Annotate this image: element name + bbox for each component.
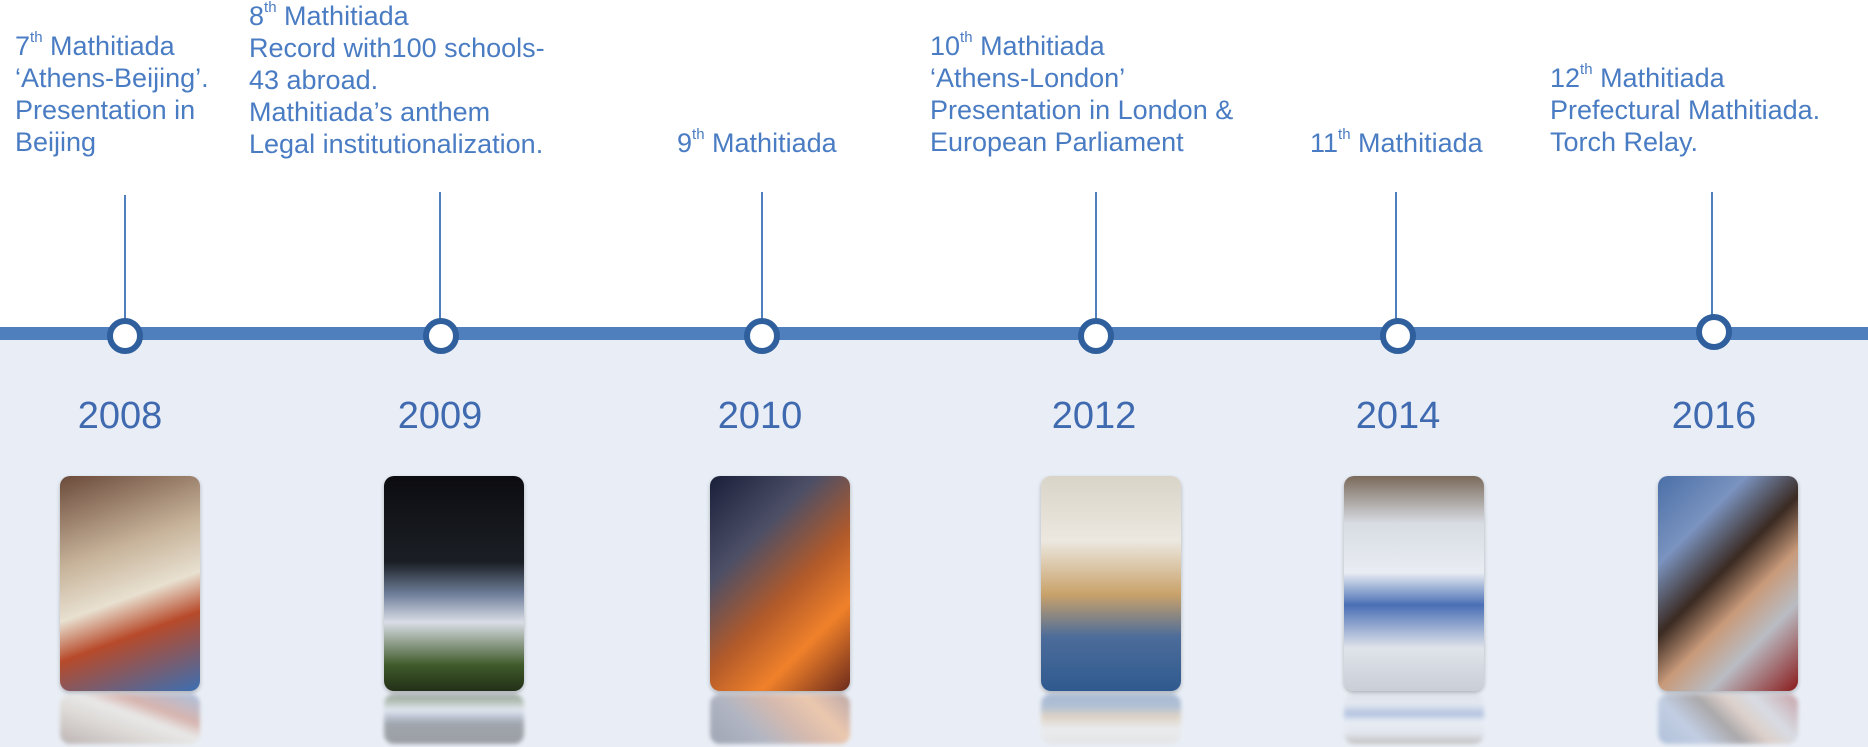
year-label-2010: 2010 [717, 395, 803, 437]
event-photo-2009 [384, 476, 524, 691]
timeline-node-2012 [1078, 318, 1114, 354]
timeline-node-2014 [1380, 318, 1416, 354]
event-description-2010: 9th Mathitiada [677, 127, 837, 159]
event-photo-2014 [1344, 476, 1484, 691]
ordinal-suffix: th [30, 29, 43, 46]
event-connector-2016 [1711, 192, 1713, 330]
event-photo-2012 [1041, 476, 1181, 691]
event-line: Prefectural Mathitiada. [1550, 95, 1821, 125]
event-line: 10th Mathitiada [930, 30, 1233, 62]
event-connector-2009 [439, 192, 441, 330]
edition-name: Mathitiada [1350, 128, 1483, 158]
edition-name: Mathitiada [972, 31, 1105, 61]
timeline-node-2016 [1696, 314, 1732, 350]
event-photo-reflection-2009 [384, 694, 524, 744]
year-label-2012: 2012 [1051, 395, 1137, 437]
timeline-axis [0, 327, 1868, 340]
event-connector-2010 [761, 192, 763, 330]
timeline-node-2008 [107, 318, 143, 354]
year-label-2008: 2008 [77, 395, 163, 437]
event-description-2014: 11th Mathitiada [1310, 127, 1483, 159]
event-line: 11th Mathitiada [1310, 127, 1483, 159]
event-photo-reflection-2014 [1344, 694, 1484, 744]
event-line: 7th Mathitiada [15, 30, 209, 62]
event-photo-2008 [60, 476, 200, 691]
edition-number: 12 [1550, 63, 1581, 93]
event-line: Legal institutionalization. [249, 129, 544, 159]
edition-number: 9 [677, 128, 693, 158]
edition-name: Mathitiada [276, 1, 409, 31]
event-line: 8th Mathitiada [249, 0, 545, 32]
event-description-2008: 7th Mathitiada‘Athens-Beijing’.Presentat… [15, 30, 209, 158]
edition-name: Mathitiada [1592, 63, 1725, 93]
event-description-2012: 10th Mathitiada‘Athens-London’Presentati… [930, 30, 1233, 158]
event-photo-2010 [710, 476, 850, 691]
year-label-2016: 2016 [1671, 395, 1757, 437]
edition-number: 7 [15, 31, 31, 61]
event-line: 9th Mathitiada [677, 127, 837, 159]
event-line: European Parliament [930, 127, 1184, 157]
event-line: Beijing [15, 127, 97, 157]
event-photo-reflection-2008 [60, 694, 200, 744]
event-line: ‘Athens-London’ [930, 63, 1126, 93]
event-line: Mathitiada’s anthem [249, 97, 491, 127]
event-connector-2014 [1395, 192, 1397, 330]
timeline-node-2010 [744, 318, 780, 354]
ordinal-suffix: th [960, 29, 973, 46]
event-photo-reflection-2016 [1658, 694, 1798, 744]
event-line: 43 abroad. [249, 65, 379, 95]
event-photo-2016 [1658, 476, 1798, 691]
event-connector-2008 [124, 195, 126, 330]
edition-name: Mathitiada [704, 128, 837, 158]
event-line: Record with100 schools- [249, 33, 545, 63]
event-line: Presentation in London & [930, 95, 1234, 125]
ordinal-suffix: th [1580, 61, 1593, 78]
edition-number: 10 [930, 31, 961, 61]
event-line: 12th Mathitiada [1550, 62, 1820, 94]
edition-name: Mathitiada [42, 31, 175, 61]
event-line: ‘Athens-Beijing’. [15, 63, 209, 93]
event-line: Torch Relay. [1550, 127, 1699, 157]
lower-background-band [0, 338, 1868, 747]
ordinal-suffix: th [1338, 126, 1351, 143]
timeline-node-2009 [423, 318, 459, 354]
event-connector-2012 [1095, 192, 1097, 330]
event-photo-reflection-2012 [1041, 694, 1181, 744]
event-photo-reflection-2010 [710, 694, 850, 744]
year-label-2009: 2009 [397, 395, 483, 437]
edition-number: 11 [1310, 128, 1339, 158]
ordinal-suffix: th [692, 126, 705, 143]
edition-number: 8 [249, 1, 265, 31]
ordinal-suffix: th [264, 0, 277, 16]
year-label-2014: 2014 [1355, 395, 1441, 437]
event-line: Presentation in [15, 95, 196, 125]
